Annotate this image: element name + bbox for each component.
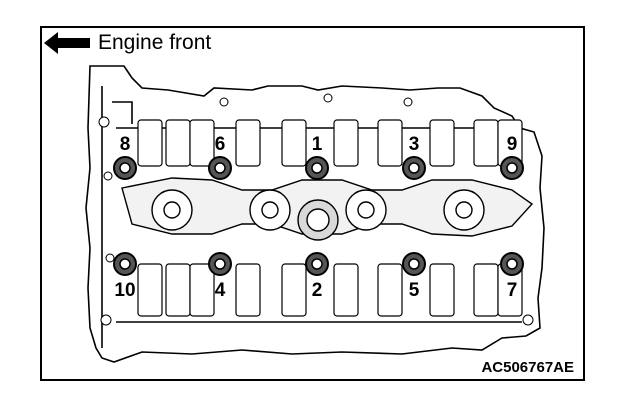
engine-front-label: Engine front bbox=[98, 31, 212, 54]
bolt-order-label: 2 bbox=[312, 280, 323, 301]
head-bolt-center bbox=[311, 258, 323, 270]
small-fastener-holes bbox=[98, 93, 534, 326]
bolt-order-label: 7 bbox=[507, 280, 518, 301]
spark-plug-wells bbox=[121, 177, 534, 241]
engine-front-legend: Engine front bbox=[44, 30, 211, 56]
bolt-order-label: 8 bbox=[120, 134, 131, 155]
cylinder-head-drawing: 8 6 1 3 9 10 4 2 5 7 bbox=[85, 65, 545, 363]
left-arrow-icon bbox=[44, 32, 90, 54]
figure-code: AC506767AE bbox=[481, 359, 574, 376]
bolt-order-label: 3 bbox=[409, 134, 420, 155]
upper-head-bolts: 8 6 1 3 9 bbox=[113, 134, 524, 180]
bolt-order-label: 1 bbox=[312, 134, 323, 155]
bolt-order-label: 6 bbox=[215, 134, 226, 155]
head-bolt-center bbox=[214, 258, 226, 270]
head-bolt-center bbox=[408, 258, 420, 270]
head-bolt-center bbox=[119, 258, 131, 270]
head-bolt-center bbox=[311, 162, 323, 174]
head-bolt-center bbox=[408, 162, 420, 174]
bolt-order-label: 5 bbox=[409, 280, 420, 301]
bolt-order-label: 10 bbox=[114, 280, 135, 301]
bolt-order-label: 4 bbox=[215, 280, 226, 301]
head-bolt-center bbox=[506, 258, 518, 270]
bolt-order-label: 9 bbox=[507, 134, 518, 155]
lower-head-bolts: 10 4 2 5 7 bbox=[113, 252, 524, 301]
head-bolt-center bbox=[214, 162, 226, 174]
camshaft-journals bbox=[137, 119, 523, 317]
head-bolt-center bbox=[506, 162, 518, 174]
head-bolt-center bbox=[119, 162, 131, 174]
